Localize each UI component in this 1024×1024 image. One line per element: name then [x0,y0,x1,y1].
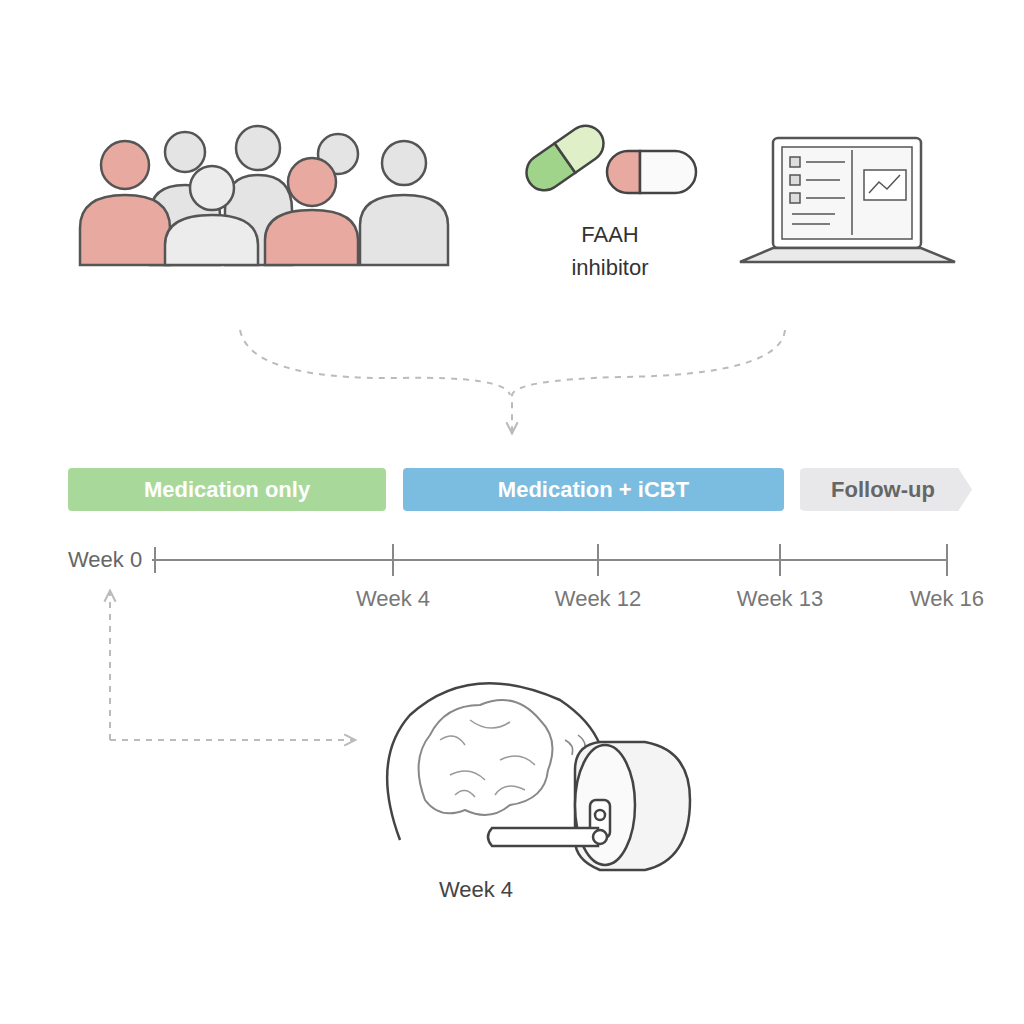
band-label: Follow-up [831,477,935,503]
week-label: Week 4 [333,582,453,615]
timeline-axis [152,544,948,576]
week-label: Week 13 [720,582,840,615]
brain-lock-icon [387,683,690,870]
merge-lines [240,330,785,432]
people-group [80,126,448,265]
band-label: Medication + iCBT [498,477,689,503]
timeline-band: Medication + iCBT [403,468,784,511]
drug-label: FAAH inhibitor [540,218,680,284]
laptop-icon [740,138,955,262]
week-label: Week 4 [406,873,546,906]
pill-icons [519,119,696,198]
callout-arrow [110,592,354,740]
week-label: Week 0 [68,543,158,576]
timeline-band: Follow-up [800,468,972,511]
timeline-band: Medication only [68,468,386,511]
band-label: Medication only [144,477,310,503]
week-label: Wek 16 [887,582,1007,615]
week-label: Week 12 [538,582,658,615]
